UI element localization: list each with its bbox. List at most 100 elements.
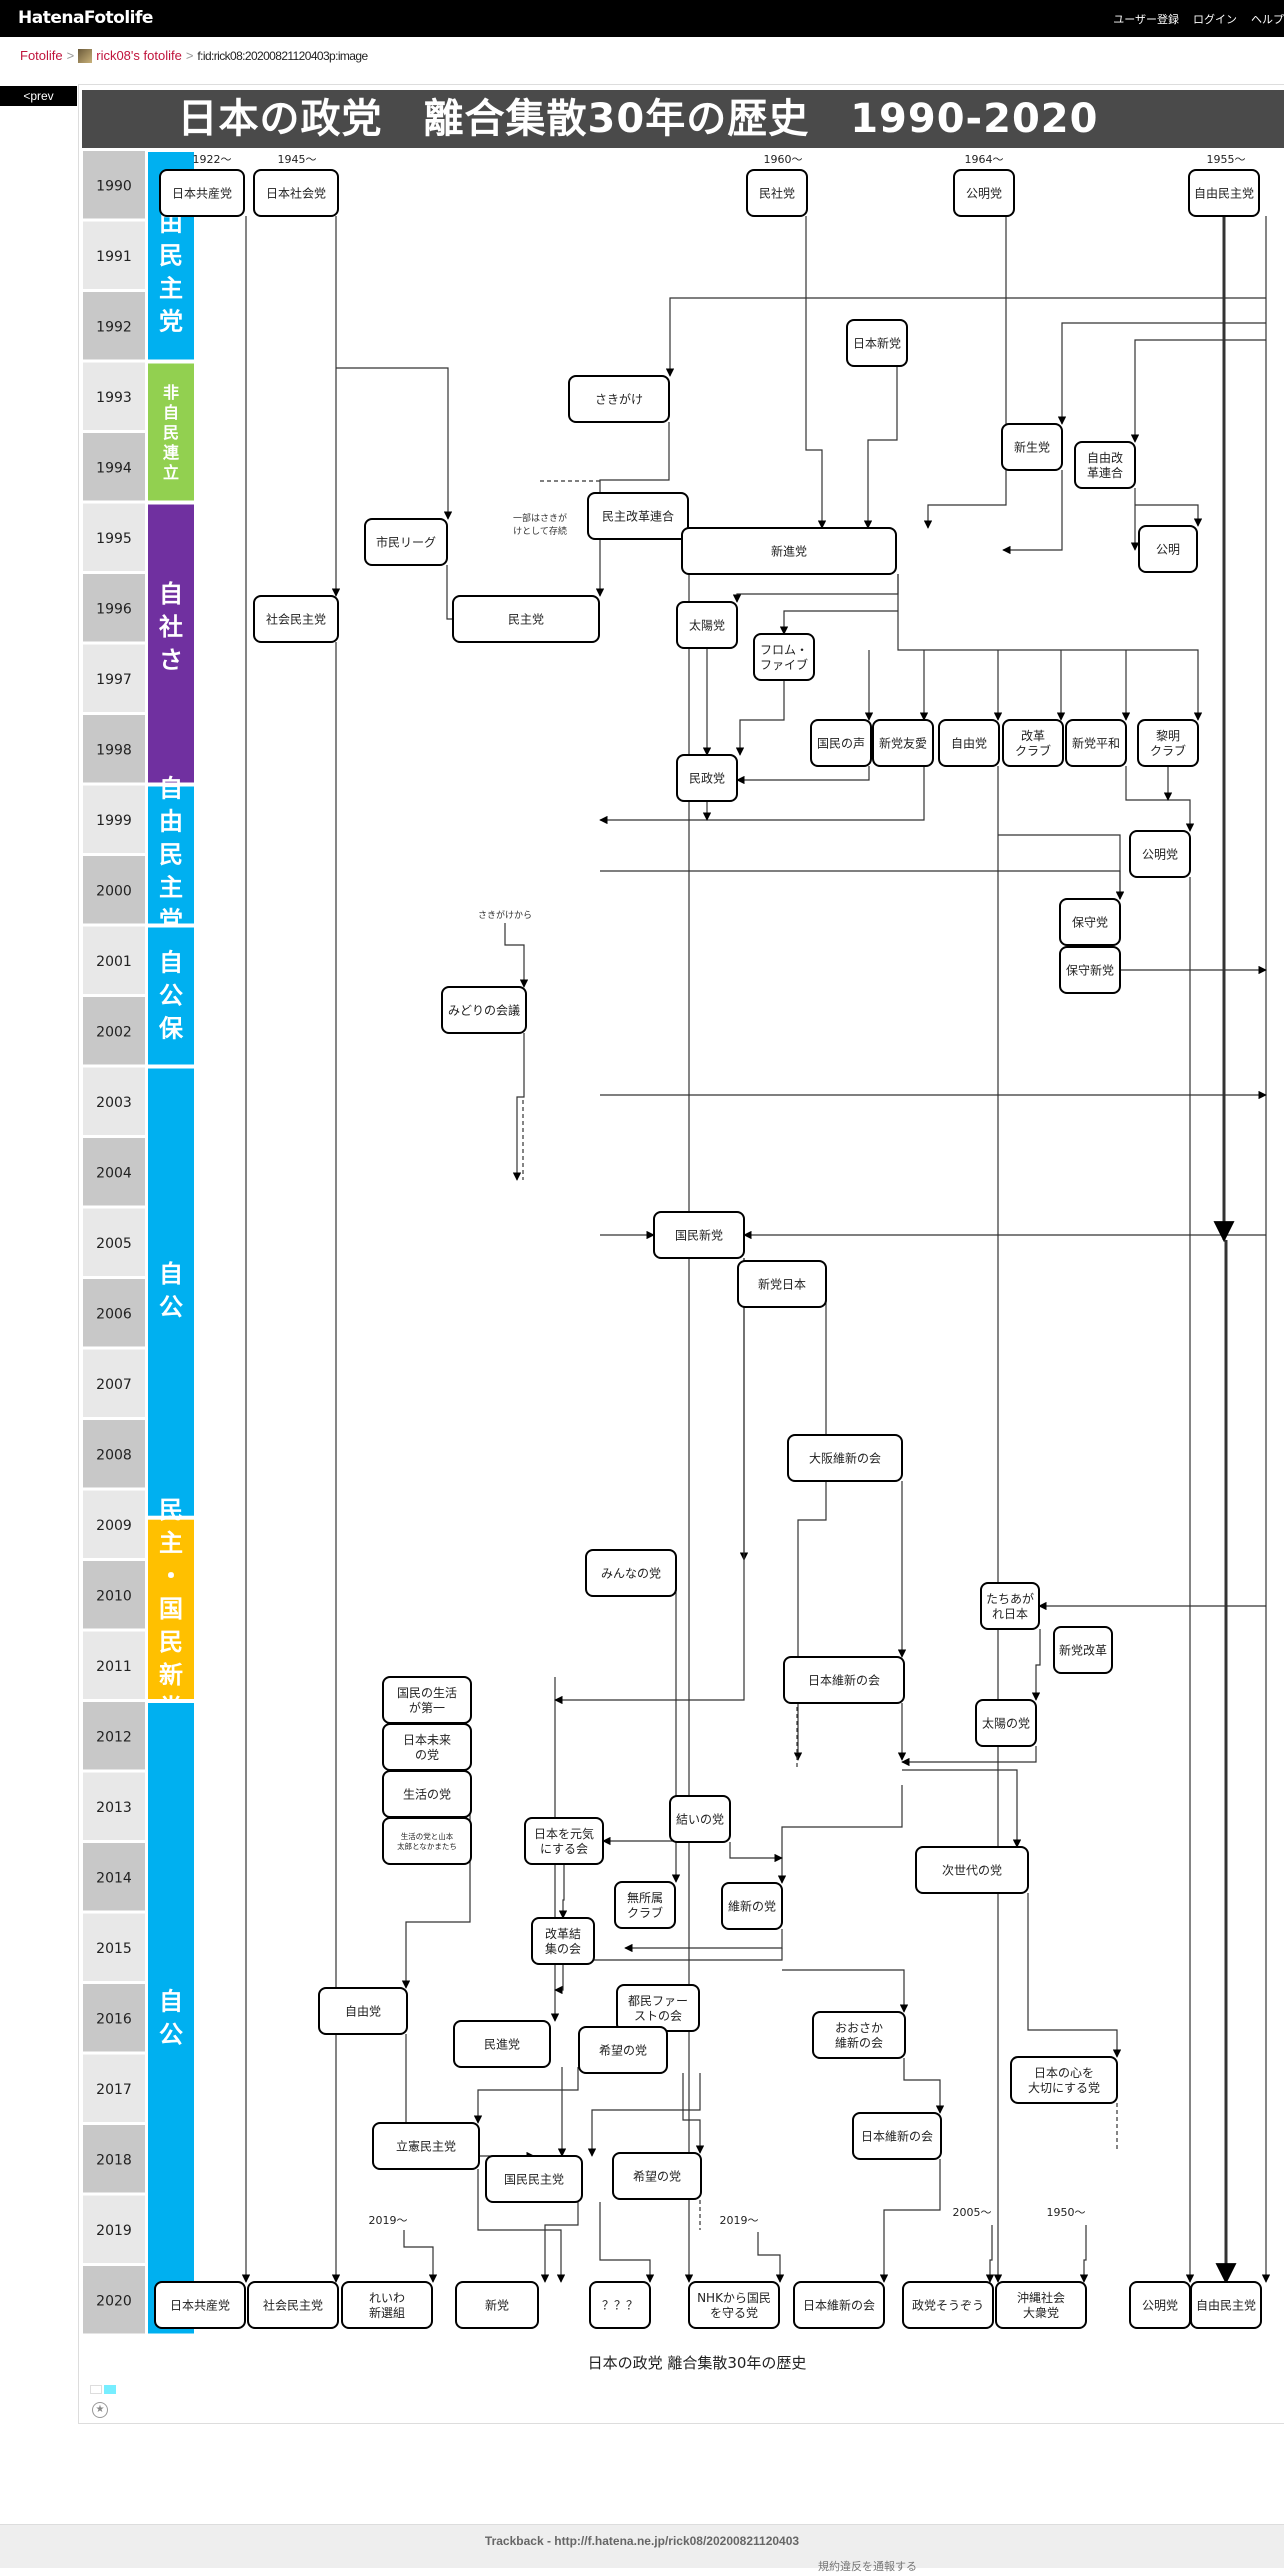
party-node[interactable]: 新生党: [1001, 423, 1063, 471]
party-node[interactable]: 希望の党: [578, 2026, 668, 2074]
party-node[interactable]: 結いの党: [669, 1795, 731, 1843]
party-node[interactable]: 太陽党: [676, 601, 738, 649]
connector-line: [554, 1964, 564, 1995]
connector-line: [1130, 339, 1266, 443]
year-cell: [83, 644, 145, 712]
year-label: 1998: [96, 742, 132, 758]
party-node[interactable]: 国民新党: [653, 1211, 745, 1259]
prev-button[interactable]: <prev: [0, 86, 77, 106]
party-node[interactable]: 国民の声: [810, 719, 872, 767]
party-node[interactable]: 日本共産党: [154, 2281, 246, 2329]
party-node[interactable]: みんなの党: [585, 1549, 677, 1597]
color-swatch[interactable]: [90, 2385, 102, 2394]
connector-line: [923, 216, 1007, 529]
party-node-box: [341, 2281, 433, 2329]
party-node[interactable]: 民進党: [453, 2020, 551, 2068]
report-link[interactable]: 規約違反を通報する: [818, 2560, 917, 2573]
breadcrumb-fotolife-link[interactable]: Fotolife: [20, 48, 63, 63]
party-node[interactable]: 新党: [455, 2281, 539, 2329]
party-node-box: [846, 319, 908, 367]
party-node-label: 結いの党: [676, 1812, 724, 1827]
party-node-box: [902, 2281, 994, 2329]
party-node[interactable]: 社会民主党: [253, 595, 339, 643]
color-swatch[interactable]: [104, 2385, 116, 2394]
party-node[interactable]: 立憲民主党: [372, 2122, 480, 2170]
party-node[interactable]: フロム・ファイブ: [753, 633, 815, 681]
party-node[interactable]: 自由党: [318, 1987, 408, 2035]
party-node[interactable]: 新党友愛: [872, 719, 934, 767]
party-node[interactable]: 維新の党: [721, 1882, 783, 1930]
nav-help-link[interactable]: ヘルプ: [1251, 13, 1284, 26]
party-node[interactable]: 公明党: [1129, 2281, 1191, 2329]
party-node[interactable]: 日本維新の会: [852, 2112, 942, 2160]
party-node-box: [485, 2155, 583, 2203]
party-node-label: 国民の声: [817, 737, 865, 751]
party-node[interactable]: 市民リーグ: [364, 518, 448, 566]
origin-year-label: 1950〜: [1047, 2206, 1086, 2219]
nav-login-link[interactable]: ログイン: [1193, 13, 1237, 26]
party-node[interactable]: 自由民主党: [1190, 2281, 1262, 2329]
party-node[interactable]: 新党改革: [1053, 1626, 1113, 1674]
party-node[interactable]: 自由民主党: [1188, 169, 1260, 217]
party-node[interactable]: 保守党: [1059, 898, 1121, 946]
hatena-fotolife-logo[interactable]: HatenaFotolife: [18, 8, 153, 28]
party-node[interactable]: 日本維新の会: [783, 1656, 905, 1704]
party-node[interactable]: 生活の党: [382, 1770, 472, 1818]
breadcrumb-user-link[interactable]: rick08's fotolife: [96, 48, 182, 63]
party-node[interactable]: 日本新党: [846, 319, 908, 367]
party-node[interactable]: みどりの会議: [441, 986, 527, 1034]
party-node[interactable]: 新党平和: [1065, 719, 1127, 767]
party-node[interactable]: 日本維新の会: [793, 2281, 885, 2329]
party-node[interactable]: 政党そうぞう: [902, 2281, 994, 2329]
year-cell: [83, 151, 145, 219]
user-avatar[interactable]: [78, 48, 93, 63]
party-node[interactable]: 太陽の党: [975, 1699, 1037, 1747]
party-node-label: 立憲民主党: [396, 2139, 456, 2154]
party-node[interactable]: さきがけ: [568, 375, 670, 423]
party-node[interactable]: 希望の党: [612, 2152, 702, 2200]
add-star-icon[interactable]: ★: [92, 2402, 108, 2418]
party-node[interactable]: 民主改革連合: [587, 492, 689, 540]
party-node[interactable]: 公明党: [953, 169, 1015, 217]
coalition-label-char: 公: [159, 1293, 183, 1321]
party-node[interactable]: 新進党: [681, 527, 897, 575]
party-node[interactable]: 大阪維新の会: [787, 1434, 903, 1482]
party-node-box: [1137, 719, 1199, 767]
connector-line: [805, 216, 827, 529]
breadcrumb-separator: >: [185, 48, 194, 63]
party-node[interactable]: 民主党: [452, 595, 600, 643]
party-node[interactable]: 社会民主党: [247, 2281, 339, 2329]
party-node[interactable]: 保守新党: [1059, 946, 1121, 994]
party-node[interactable]: 次世代の党: [915, 1846, 1029, 1894]
party-node[interactable]: 公明党: [1129, 830, 1191, 878]
party-node[interactable]: 民社党: [746, 169, 808, 217]
party-node[interactable]: ？？？: [589, 2281, 651, 2329]
party-node[interactable]: 自由党: [938, 719, 1000, 767]
year-cell: [83, 1138, 145, 1206]
party-node[interactable]: 国民民主党: [485, 2155, 583, 2203]
year-label: 2008: [96, 1447, 132, 1463]
party-node[interactable]: 日本社会党: [253, 169, 339, 217]
coalition-label: 自公: [159, 1987, 183, 2048]
party-node[interactable]: 民政党: [676, 754, 738, 802]
party-node[interactable]: 公明: [1138, 525, 1198, 573]
party-node[interactable]: 新党日本: [737, 1260, 827, 1308]
party-node[interactable]: 日本共産党: [159, 169, 245, 217]
nav-register-link[interactable]: ユーザー登録: [1113, 13, 1179, 26]
